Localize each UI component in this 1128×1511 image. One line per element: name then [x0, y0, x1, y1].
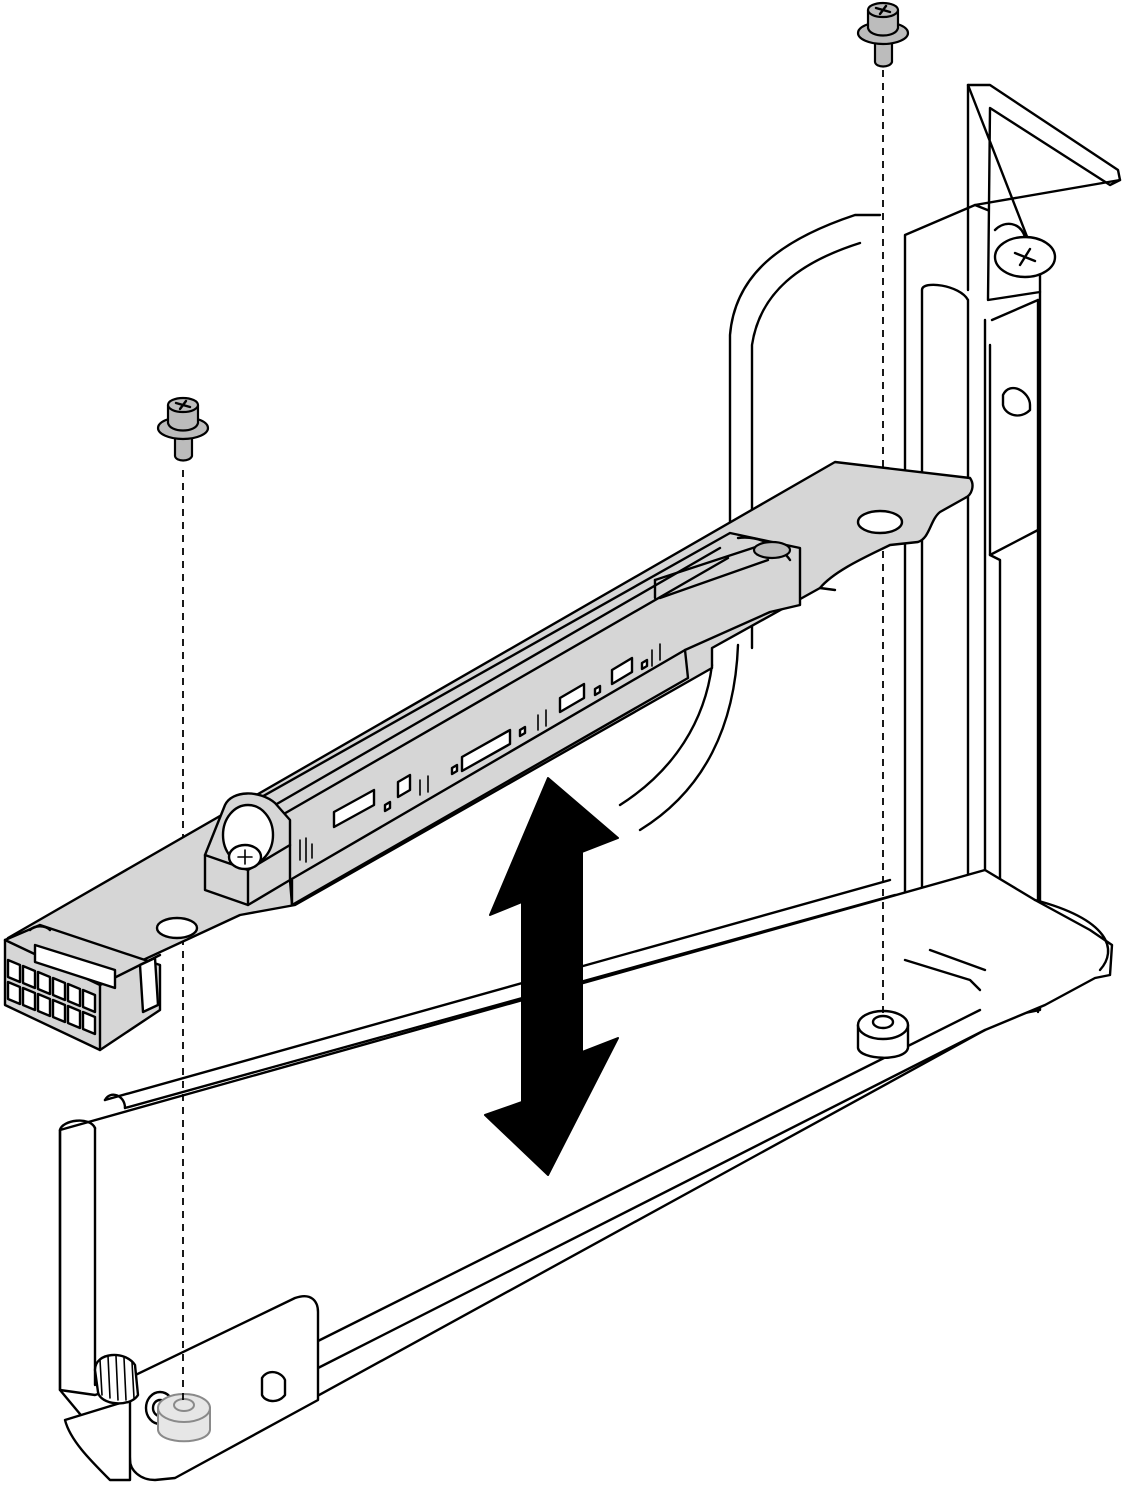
screw-left	[156, 396, 210, 462]
screw-right	[856, 1, 910, 68]
standoff-left	[157, 1393, 211, 1443]
double-arrow-vertical-icon	[484, 777, 619, 1176]
power-connector	[3, 923, 162, 1052]
pcie-slot	[240, 531, 802, 907]
retention-latch	[203, 792, 292, 907]
riser-cage-bracket	[58, 83, 1122, 1482]
connector-pin-grid	[6, 958, 97, 1036]
bracket-screw-top	[993, 222, 1057, 279]
standoff-right	[856, 1009, 910, 1059]
